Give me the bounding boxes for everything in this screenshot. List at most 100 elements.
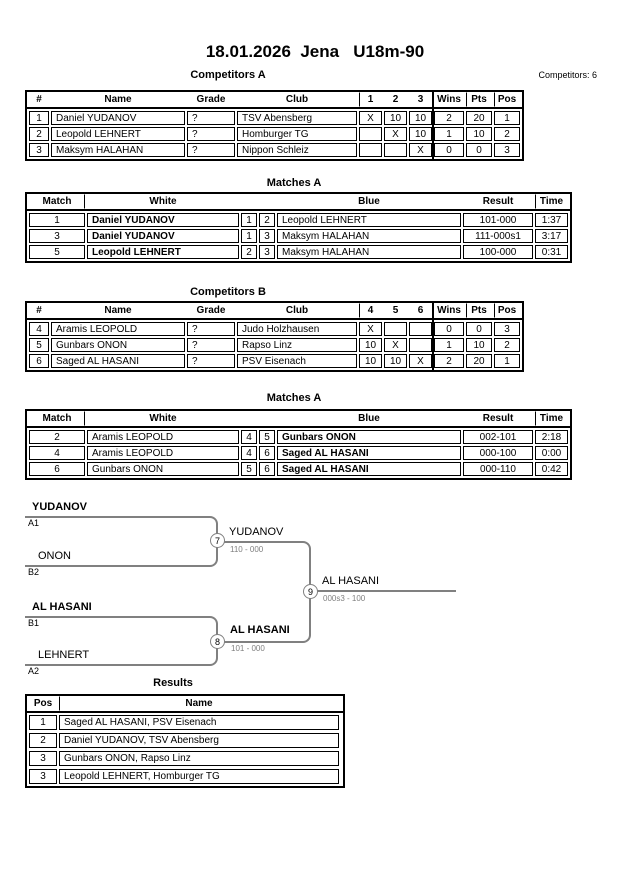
col-header-6: 6	[417, 305, 424, 316]
header-spacer	[259, 194, 275, 209]
score-cell: 10	[409, 111, 432, 125]
match-result: 002-101	[463, 430, 533, 444]
match-circle-9: 9	[303, 584, 318, 599]
bracket-slot-seed: A1	[28, 518, 40, 528]
match-number: 1	[29, 213, 85, 227]
col-header-3: 3	[417, 94, 424, 105]
wins-cell: 1	[434, 338, 464, 352]
blue-name: Maksym HALAHAN	[277, 229, 461, 243]
col-header-pos: Pos	[33, 698, 53, 709]
pos-cell: 2	[494, 127, 520, 141]
table-row: 4 Aramis LEOPOLD ? Judo Holzhausen X 0 0…	[29, 322, 520, 336]
white-seed: 4	[241, 430, 257, 444]
bracket-join-lower-line	[218, 591, 311, 643]
cross-cell: X	[359, 322, 382, 336]
competitor-club: TSV Abensberg	[237, 111, 357, 125]
match-time: 1:37	[535, 213, 568, 227]
table-header-row: Pos Name	[27, 696, 343, 713]
bracket-slot-seed: A2	[28, 666, 40, 676]
bracket-winner-name: AL HASANI	[230, 624, 290, 636]
match-result: 111-000s1	[463, 229, 533, 243]
section-heading-matches-b: Matches A	[266, 392, 322, 404]
col-header-grade: Grade	[196, 305, 226, 316]
result-name: Daniel YUDANOV, TSV Abensberg	[59, 733, 339, 748]
match-row: 2 Aramis LEOPOLD 4 5 Gunbars ONON 002-10…	[29, 430, 568, 444]
score-cell	[409, 322, 432, 336]
match-circle-7: 7	[210, 533, 225, 548]
cross-cell: X	[409, 143, 432, 157]
blue-seed: 6	[259, 446, 275, 460]
pos-cell: 3	[494, 143, 520, 157]
wins-cell: 0	[434, 322, 464, 336]
match-time: 0:00	[535, 446, 568, 460]
col-header-club: Club	[285, 94, 309, 105]
result-row: 2 Daniel YUDANOV, TSV Abensberg	[29, 733, 341, 748]
wins-separator-line	[432, 303, 434, 370]
white-name: Aramis LEOPOLD	[87, 446, 239, 460]
competitor-name: Saged AL HASANI	[51, 354, 185, 368]
competitor-club: PSV Eisenach	[237, 354, 357, 368]
white-seed: 2	[241, 245, 257, 259]
blue-seed: 2	[259, 213, 275, 227]
result-pos: 3	[29, 769, 57, 784]
score-cell: 10	[359, 338, 382, 352]
section-heading-matches-a: Matches A	[266, 177, 322, 189]
bracket-slot-seed: B1	[28, 618, 40, 628]
match-result: 101-000	[463, 213, 533, 227]
table-body: 1 Daniel YUDANOV ? TSV Abensberg X 10 10…	[27, 109, 522, 159]
score-cell: 10	[384, 111, 407, 125]
col-header-name: Name	[104, 94, 132, 105]
pos-cell: 1	[494, 111, 520, 125]
final-bracket: YUDANOV A1 ONON B2 AL HASANI B1 LEHNERT …	[0, 495, 630, 685]
pts-cell: 20	[466, 111, 492, 125]
pos-cell: 3	[494, 322, 520, 336]
match-row: 6 Gunbars ONON 5 6 Saged AL HASANI 000-1…	[29, 462, 568, 476]
bracket-join-upper-line	[218, 541, 311, 591]
match-row: 1 Daniel YUDANOV 1 2 Leopold LEHNERT 101…	[29, 213, 568, 227]
blue-name: Leopold LEHNERT	[277, 213, 461, 227]
match-time: 0:42	[535, 462, 568, 476]
blue-seed: 5	[259, 430, 275, 444]
col-header-result: Result	[482, 196, 514, 207]
bracket-winner-name: YUDANOV	[229, 526, 284, 538]
competitor-number: 6	[29, 354, 49, 368]
score-cell	[384, 143, 407, 157]
competitor-grade: ?	[187, 354, 235, 368]
competitor-grade: ?	[187, 111, 235, 125]
competitor-club: Nippon Schleiz	[237, 143, 357, 157]
table-body: 1 Saged AL HASANI, PSV Eisenach 2 Daniel…	[27, 713, 343, 786]
competitor-club: Judo Holzhausen	[237, 322, 357, 336]
score-cell	[409, 338, 432, 352]
bracket-slot-name: ONON	[38, 550, 71, 562]
col-header-2: 2	[392, 94, 399, 105]
col-header-club: Club	[285, 305, 309, 316]
table-body: 4 Aramis LEOPOLD ? Judo Holzhausen X 0 0…	[27, 320, 522, 370]
col-header-name: Name	[59, 696, 339, 711]
col-header-pts: Pts	[466, 92, 492, 107]
col-header-wins: Wins	[437, 94, 461, 105]
section-heading-competitors-b: Competitors B	[190, 286, 266, 298]
blue-name: Saged AL HASANI	[277, 446, 461, 460]
table-row: 1 Daniel YUDANOV ? TSV Abensberg X 10 10…	[29, 111, 520, 125]
bracket-match-score: 101 - 000	[231, 644, 265, 653]
col-header-result: Result	[482, 413, 514, 424]
pts-cell: 0	[466, 322, 492, 336]
result-row: 1 Saged AL HASANI, PSV Eisenach	[29, 715, 341, 730]
match-number: 6	[29, 462, 85, 476]
page-title: 18.01.2026 Jena U18m-90	[205, 42, 425, 61]
section-heading-results: Results	[153, 677, 193, 689]
table-header-row: # Name Grade Club 1 2 3 Wins Pts Pos	[27, 92, 522, 109]
col-header-time: Time	[535, 194, 568, 209]
col-header-pos: Pos	[494, 303, 520, 318]
table-row: 3 Maksym HALAHAN ? Nippon Schleiz X 0 0 …	[29, 143, 520, 157]
table-row: 5 Gunbars ONON ? Rapso Linz 10 X 1 10 2	[29, 338, 520, 352]
match-result: 000-110	[463, 462, 533, 476]
result-pos: 3	[29, 751, 57, 766]
header-spacer	[241, 194, 257, 209]
table-header-row: Match White Blue Result Time	[27, 194, 570, 211]
competitor-grade: ?	[187, 338, 235, 352]
header-spacer	[259, 411, 275, 426]
match-result: 100-000	[463, 245, 533, 259]
table-body: 2 Aramis LEOPOLD 4 5 Gunbars ONON 002-10…	[27, 428, 570, 478]
bracket-slot-name: AL HASANI	[32, 601, 92, 613]
